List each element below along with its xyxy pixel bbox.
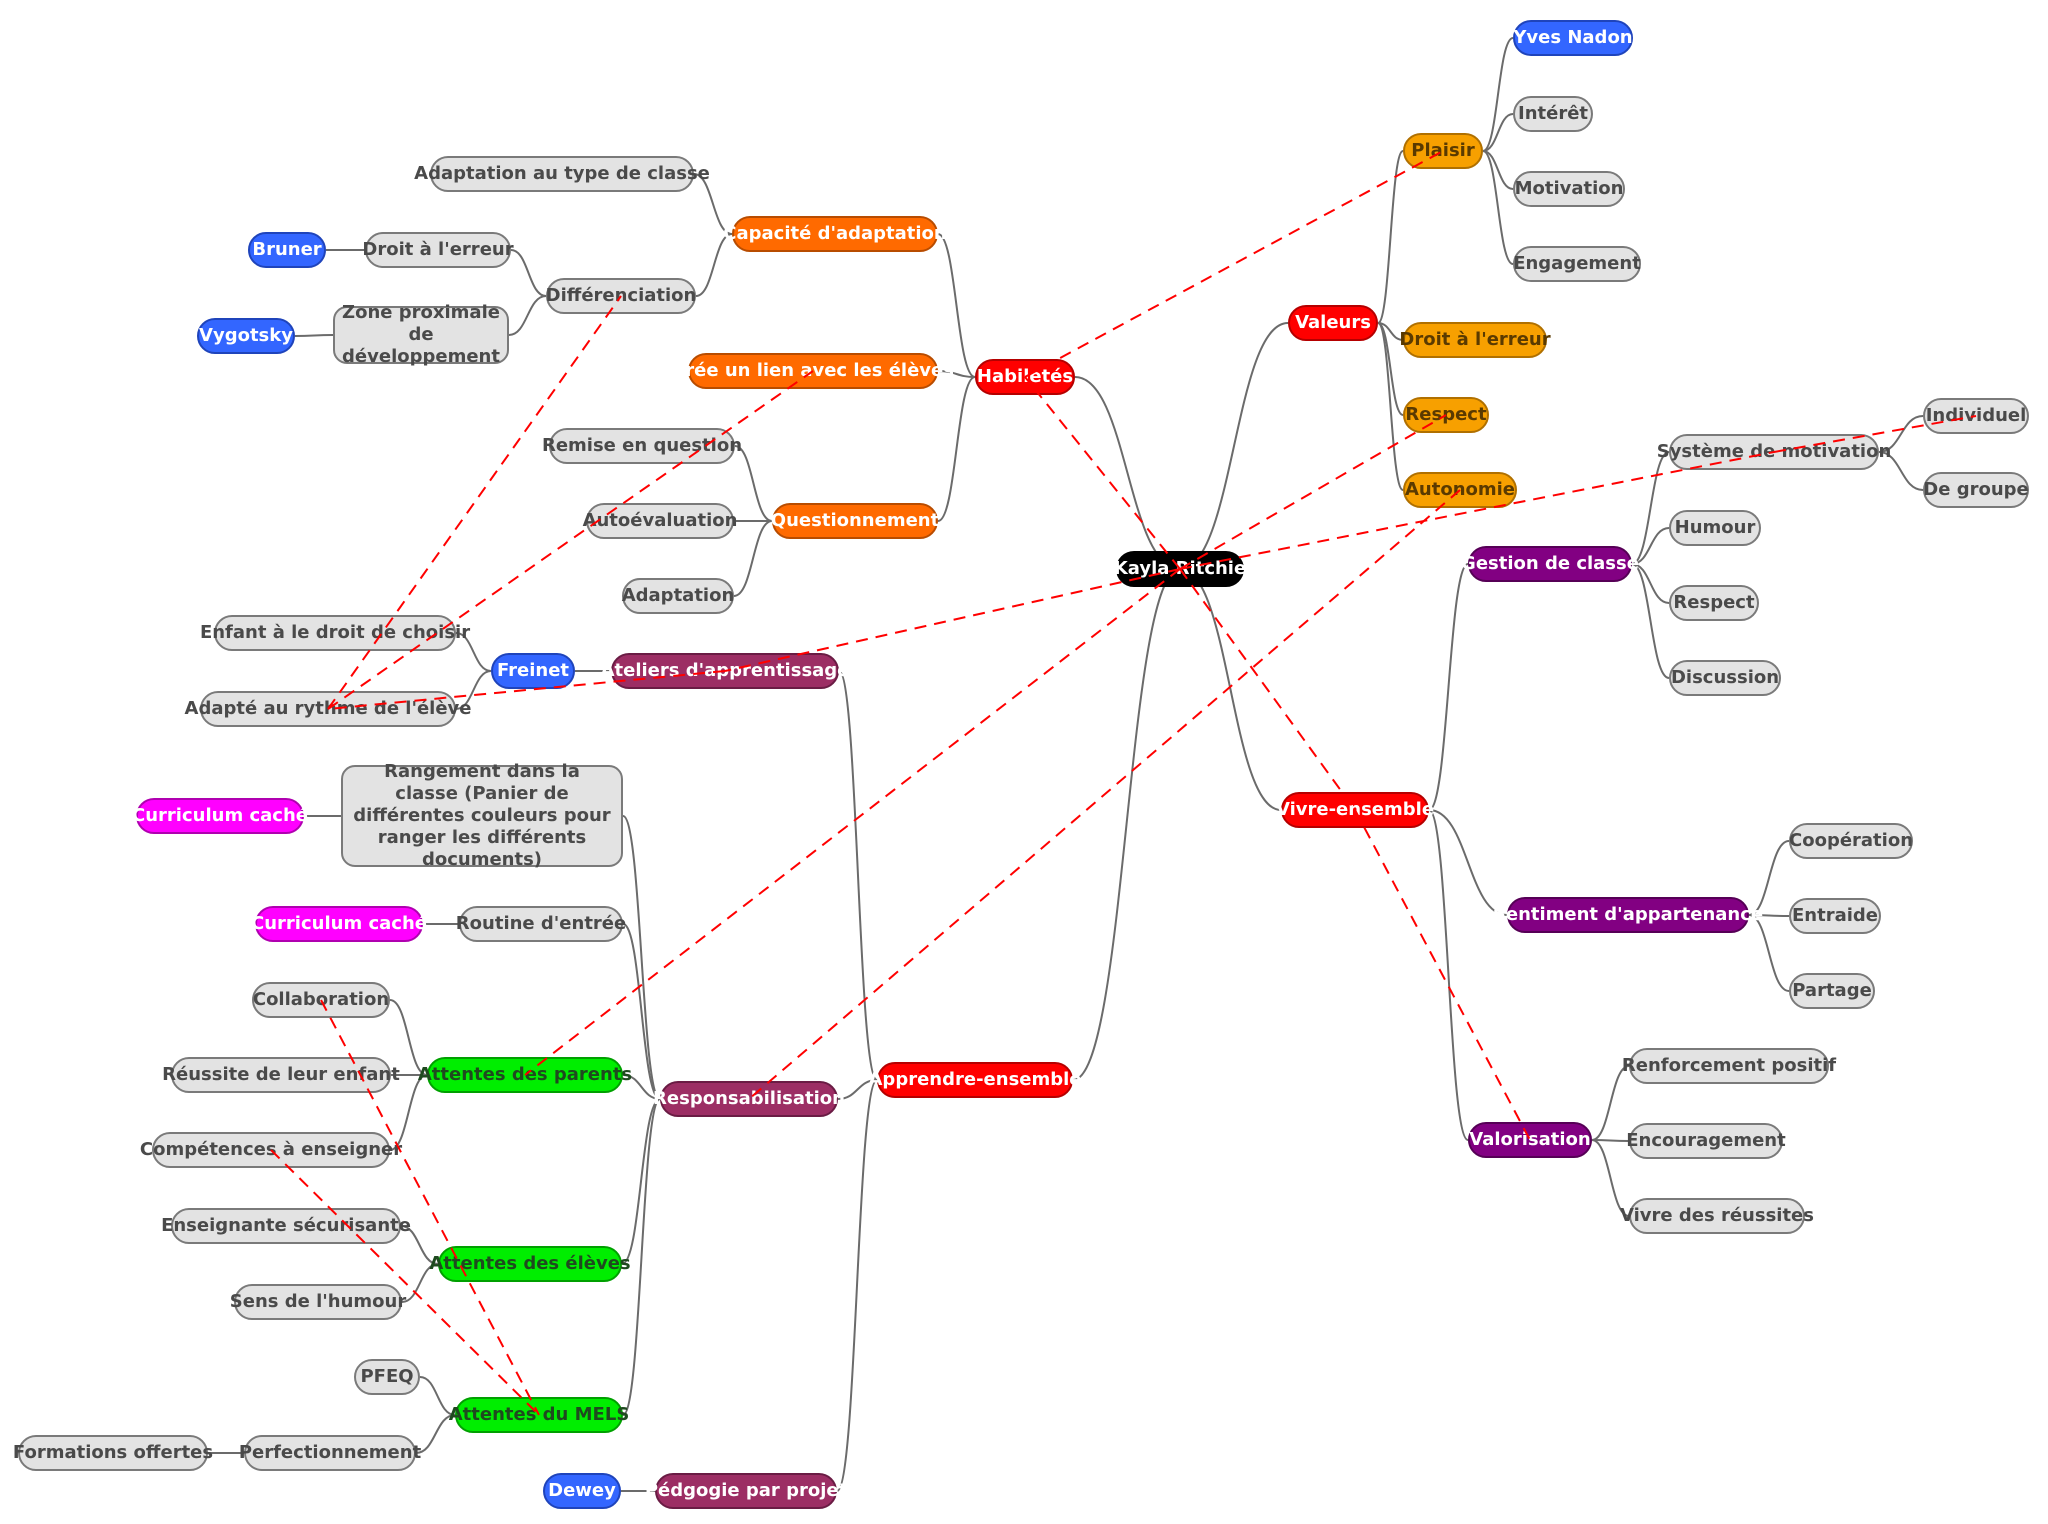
topic-respect-valeurs[interactable]: Respect [1403,397,1489,433]
topic-cooperation[interactable]: Coopération [1789,823,1913,859]
topic-enseignante-securisante[interactable]: Enseignante sécurisante [161,1208,411,1244]
branch-connector [1482,37,1514,152]
topic-gestion-de-classe[interactable]: Gestion de classe [1461,546,1639,582]
branch-connector [1748,914,1790,917]
branch-connector [1631,563,1670,679]
topic-de-groupe[interactable]: De groupe [1923,472,2029,508]
topic-encouragement[interactable]: Encouragement [1626,1123,1786,1159]
branch-connector [1878,451,1924,491]
topic-yves-nadon[interactable]: Yves Nadon [1513,20,1633,56]
branch-connector [1179,322,1289,570]
branch-connector [1482,150,1514,265]
topic-systeme-de-motivation[interactable]: Système de motivation [1657,434,1891,470]
branch-connector [508,295,547,336]
topic-collaboration[interactable]: Collaboration [252,982,390,1018]
branch-connector [294,334,334,337]
topic-formations-offertes[interactable]: Formations offertes [13,1435,213,1471]
branch-connector [1428,809,1469,1141]
branch-connector [622,815,661,1100]
topic-apprendre-ensemble[interactable]: Apprendre-ensemble [869,1062,1082,1098]
topic-autoevaluation[interactable]: Autoévaluation [583,503,737,539]
topic-plaisir[interactable]: Plaisir [1403,133,1483,169]
branch-connector [836,1079,878,1492]
topic-reussite-enfant[interactable]: Réussite de leur enfant [162,1057,400,1093]
branch-connector [1591,1139,1630,1217]
topic-attentes-parents[interactable]: Attentes des parents [418,1057,632,1093]
topic-differenciation[interactable]: Différenciation [546,278,696,314]
topic-vivre-ensemble[interactable]: Vivre-ensemble [1276,792,1434,828]
topic-humour[interactable]: Humour [1669,510,1761,546]
topic-pedagogie-projet[interactable]: Pédgogie par projet [645,1473,847,1509]
branch-connector [937,233,976,378]
topic-rangement-classe[interactable]: Rangement dans la classe (Panier de diff… [341,761,623,870]
central-topic[interactable]: Kayla Ritchie [1114,551,1246,587]
topic-attentes-eleves[interactable]: Attentes des élèves [429,1246,631,1282]
topic-questionnement[interactable]: Questionnement [771,503,939,539]
topic-renforcement-positif[interactable]: Renforcement positif [1622,1048,1836,1084]
topic-ateliers-apprentissage[interactable]: Ateliers d'apprentissage [601,653,849,689]
branch-connector [937,370,976,378]
topic-sens-humour[interactable]: Sens de l'humour [230,1284,406,1320]
topic-vygotsky[interactable]: Vygotsky [197,318,295,354]
topic-enfant-droit-choisir[interactable]: Enfant à le droit de choisir [200,615,470,651]
topic-curriculum-cache-2[interactable]: Curriculum caché [251,906,427,942]
branch-connector [1482,113,1514,152]
topic-adapte-rythme-eleve[interactable]: Adapté au rythme de l'élève [185,691,472,727]
branch-connector [1591,1139,1630,1142]
topic-respect-gestion[interactable]: Respect [1669,585,1759,621]
topic-droit-erreur-habiletes[interactable]: Droit à l'erreur [362,232,514,268]
branch-connector [1748,914,1790,992]
topic-vivre-des-reussites[interactable]: Vivre des réussites [1620,1198,1814,1234]
topic-zone-proximale[interactable]: Zone proximale de développement [333,302,509,367]
topic-cree-lien-eleves[interactable]: Crée un lien avec les élèves [672,353,954,389]
topic-valorisation[interactable]: Valorisation [1468,1122,1592,1158]
topic-droit-erreur-valeurs[interactable]: Droit à l'erreur [1399,322,1551,358]
topic-engagement[interactable]: Engagement [1513,246,1641,282]
topic-routine-entree[interactable]: Routine d'entrée [456,906,626,942]
topic-discussion[interactable]: Discussion [1669,660,1781,696]
branch-connector [693,173,733,235]
topic-individuel[interactable]: Individuel [1923,398,2029,434]
branch-connector [1428,563,1469,811]
topic-adaptation[interactable]: Adaptation [622,578,734,614]
topic-habiletes[interactable]: Habiletés [975,359,1075,395]
branch-connector [1591,1065,1630,1141]
branch-connector [1377,150,1404,324]
topic-dewey[interactable]: Dewey [543,1473,621,1509]
branch-connector [1748,840,1790,916]
topic-partage[interactable]: Partage [1789,973,1875,1009]
branch-connector [937,376,976,522]
topic-bruner[interactable]: Bruner [248,232,326,268]
branch-connector [1074,376,1181,570]
branch-connector [1482,150,1514,190]
branch-connector [1179,568,1282,811]
topic-adaptation-type-classe[interactable]: Adaptation au type de classe [414,156,710,192]
topic-autonomie[interactable]: Autonomie [1403,472,1517,508]
topic-capacite-adaptation[interactable]: Capacité d'adaptation [723,216,947,252]
topic-competences-enseigner[interactable]: Compétences à enseigner [140,1132,402,1168]
branch-connector [734,445,773,522]
branch-connector [510,249,547,297]
branch-connector [1072,568,1181,1081]
topic-responsabilisation[interactable]: Responsabilisation [653,1081,845,1117]
topic-interet[interactable]: Intérêt [1513,96,1593,132]
topic-attentes-mels[interactable]: Attentes du MELS [449,1397,629,1433]
topic-motivation[interactable]: Motivation [1513,171,1625,207]
topic-freinet[interactable]: Freinet [491,653,575,689]
branch-connector [415,1414,456,1454]
topic-sentiment-appartenance[interactable]: Sentiment d'appartenance [1493,897,1763,933]
topic-entraide[interactable]: Entraide [1789,898,1881,934]
branch-connector [838,670,878,1081]
branch-connector [733,520,773,597]
topic-valeurs[interactable]: Valeurs [1288,305,1378,341]
branch-connector [621,1098,661,1265]
branch-connector [695,233,733,297]
topic-perfectionnement[interactable]: Perfectionnement [239,1435,421,1471]
branch-connector [622,1098,661,1416]
topic-remise-en-question[interactable]: Remise en question [542,428,742,464]
topic-pfeq[interactable]: PFEQ [354,1359,420,1395]
topic-curriculum-cache-1[interactable]: Curriculum caché [132,798,308,834]
